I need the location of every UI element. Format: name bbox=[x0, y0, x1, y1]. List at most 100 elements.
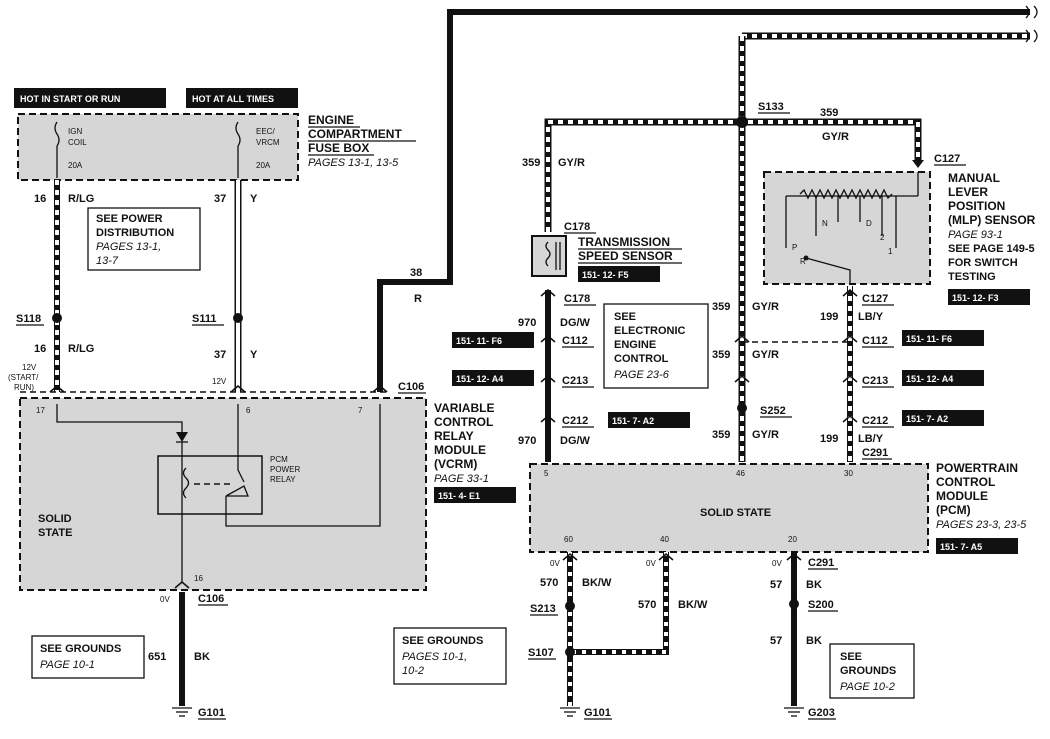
splice-s111 bbox=[233, 313, 243, 323]
c112-right-ref: 151- 11- F6 bbox=[906, 334, 952, 344]
mlp-see-1: SEE PAGE 149-5 bbox=[948, 243, 1035, 255]
grounds-right-title-1: SEE bbox=[840, 651, 862, 663]
wire-359-m3-color: GY/R bbox=[752, 429, 779, 441]
vcrm-solid-state-2: STATE bbox=[38, 527, 72, 539]
wire-16-bot-circuit: 16 bbox=[34, 343, 46, 355]
mlp-pos-d: D bbox=[866, 219, 872, 228]
wire-38-circuit: 38 bbox=[410, 267, 422, 279]
eec-title-2: ELECTRONIC bbox=[614, 325, 686, 337]
vcrm-pin-7: 7 bbox=[358, 406, 363, 415]
eec-title-1: SEE bbox=[614, 311, 636, 323]
splice-s133 bbox=[736, 116, 748, 128]
grounds-left-title: SEE GROUNDS bbox=[40, 643, 121, 655]
splice-s200 bbox=[789, 599, 799, 609]
c178-top-label: C178 bbox=[564, 221, 590, 233]
s111-label: S111 bbox=[192, 313, 216, 325]
vcrm-pin-17: 17 bbox=[36, 406, 45, 415]
c127-bot-label: C127 bbox=[862, 293, 888, 305]
wire-970-b-circuit: 970 bbox=[518, 435, 536, 447]
c112-left-ref: 151- 11- F6 bbox=[456, 336, 502, 346]
pcm-title-2: CONTROL bbox=[936, 475, 995, 489]
wire-57-b-circuit: 57 bbox=[770, 635, 782, 647]
pcm-pin-46: 46 bbox=[736, 469, 745, 478]
mlp-pos-2: 2 bbox=[880, 233, 885, 242]
pcm-pin-60: 60 bbox=[564, 535, 573, 544]
mlp-see-3: TESTING bbox=[948, 271, 996, 283]
wire-57-a-circuit: 57 bbox=[770, 579, 782, 591]
pcm-solid-state: SOLID STATE bbox=[700, 507, 771, 519]
c212-right-ref: 151- 7- A2 bbox=[906, 414, 948, 424]
wire-570-b-circuit: 570 bbox=[638, 599, 656, 611]
wire-970-b-color: DG/W bbox=[560, 435, 591, 447]
note-electronic-engine-control bbox=[603, 303, 709, 389]
fuse-eec-vrcm-icon bbox=[235, 121, 241, 147]
wire-37-top-color: Y bbox=[250, 193, 258, 205]
note-grounds-left bbox=[31, 635, 145, 679]
wire-570-b-color: BK/W bbox=[678, 599, 708, 611]
mlp-sensor bbox=[763, 171, 931, 285]
mlp-pos-p: P bbox=[792, 243, 797, 252]
fuse2-name-2: VRCM bbox=[256, 138, 280, 147]
mlp-title-3: POSITION bbox=[948, 199, 1005, 213]
wire-199-b-color: LB/Y bbox=[858, 433, 884, 445]
c212-left-ref: 151- 7- A2 bbox=[612, 416, 654, 426]
mlp-pos-r: R bbox=[800, 257, 806, 266]
v12-start-run-1: 12V bbox=[22, 363, 37, 372]
pcm-title-3: MODULE bbox=[936, 489, 988, 503]
grounds-right-pages: PAGE 10-2 bbox=[840, 681, 895, 693]
wire-359-m3-circuit: 359 bbox=[712, 429, 730, 441]
c112-right-label: C112 bbox=[862, 335, 888, 347]
s252-label: S252 bbox=[760, 405, 786, 417]
pcm-title-1: POWERTRAIN bbox=[936, 461, 1018, 475]
c291-bot-label: C291 bbox=[808, 557, 834, 569]
pcm-pages: PAGES 23-3, 23-5 bbox=[936, 519, 1027, 531]
splice-s107 bbox=[565, 647, 575, 657]
vcrm-module bbox=[19, 397, 427, 591]
v0-57: 0V bbox=[772, 559, 782, 568]
note-grounds-right bbox=[829, 643, 915, 699]
splice-s213 bbox=[565, 601, 575, 611]
mlp-pos-1: 1 bbox=[888, 247, 893, 256]
fuse1-rating: 20A bbox=[68, 161, 83, 170]
vcrm-pin-6: 6 bbox=[246, 406, 251, 415]
relay-label-1: PCM bbox=[270, 455, 288, 464]
v12-start-run-2: (START/ bbox=[8, 373, 39, 382]
vcrm-pages: PAGE 33-1 bbox=[434, 473, 489, 485]
c112-left-ref-tag bbox=[452, 332, 534, 348]
wire-359-m1-color: GY/R bbox=[752, 301, 779, 313]
splice-s118 bbox=[52, 313, 62, 323]
g101-mid-label: G101 bbox=[584, 707, 611, 719]
c213-left-ref-tag bbox=[452, 370, 534, 386]
g101-left-label: G101 bbox=[198, 707, 225, 719]
pcm-pin-40: 40 bbox=[660, 535, 669, 544]
v0-570b: 0V bbox=[646, 559, 656, 568]
vcrm-ref-tag bbox=[434, 487, 516, 503]
relay-label-2: POWER bbox=[270, 465, 300, 474]
fuse-box-pages: PAGES 13-1, 13-5 bbox=[308, 157, 399, 169]
wire-359-top-circuit: 359 bbox=[820, 107, 838, 119]
pcm-ref-tag bbox=[936, 538, 1018, 554]
fuse-box-title-1: ENGINE bbox=[308, 113, 354, 127]
tss-ref-tag bbox=[578, 266, 660, 282]
eec-title-3: ENGINE bbox=[614, 339, 656, 351]
wire-16-bot-color: R/LG bbox=[68, 343, 94, 355]
pcm-title-4: (PCM) bbox=[936, 503, 971, 517]
c106-bot-label: C106 bbox=[198, 593, 224, 605]
power-dist-title-2: DISTRIBUTION bbox=[96, 227, 174, 239]
wire-359-m2-circuit: 359 bbox=[712, 349, 730, 361]
s133-label: S133 bbox=[758, 101, 784, 113]
grounds-left-pages: PAGE 10-1 bbox=[40, 659, 95, 671]
vcrm-title-1: VARIABLE bbox=[434, 401, 494, 415]
hot-all-times-label: HOT AT ALL TIMES bbox=[192, 94, 274, 104]
c212-left-label: C212 bbox=[562, 415, 588, 427]
c213-right-label: C213 bbox=[862, 375, 888, 387]
fuse-box-title-3: FUSE BOX bbox=[308, 141, 369, 155]
wire-199-b-circuit: 199 bbox=[820, 433, 838, 445]
wire-38-r bbox=[377, 9, 1030, 392]
c213-left-ref: 151- 12- A4 bbox=[456, 374, 503, 384]
wire-37-bot-color: Y bbox=[250, 349, 258, 361]
c178-bot-label: C178 bbox=[564, 293, 590, 305]
vcrm-title-5: (VCRM) bbox=[434, 457, 477, 471]
g203-label: G203 bbox=[808, 707, 835, 719]
